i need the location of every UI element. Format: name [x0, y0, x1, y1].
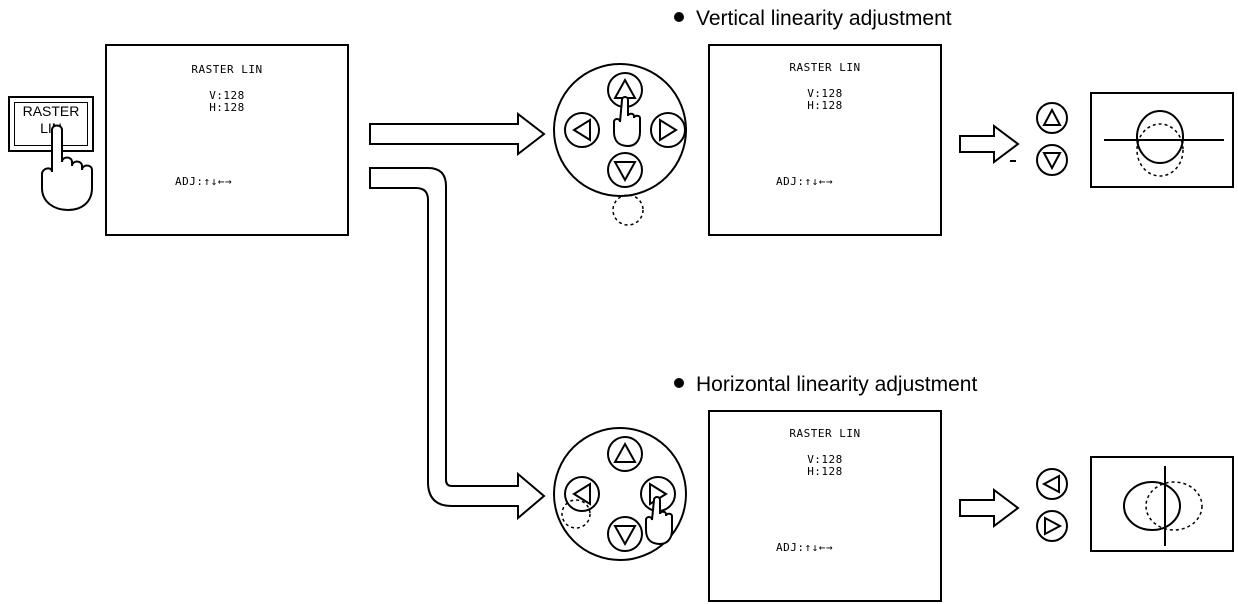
osd-h-value: H:128	[807, 99, 843, 112]
vertical-heading: Vertical linearity adjustment	[674, 7, 952, 31]
hand-pointer-icon	[41, 124, 93, 212]
osd-h-value: H:128	[209, 101, 245, 114]
up-arrow-icon[interactable]	[1036, 102, 1068, 134]
osd-adj: ADJ:↑↓←→	[776, 541, 833, 554]
down-arrow-icon[interactable]	[1036, 144, 1068, 176]
horizontal-heading: Horizontal linearity adjustment	[674, 373, 977, 397]
down-arrow-icon[interactable]	[607, 152, 643, 188]
l-shaped-arrow-icon	[369, 167, 546, 520]
main-screen: RASTER LIN V:128 H:128 ADJ:↑↓←→	[105, 44, 349, 236]
horizontal-adjust-buttons	[1036, 468, 1068, 542]
vertical-heading-text: Vertical linearity adjustment	[696, 7, 952, 30]
osd-v-value: V:128	[807, 453, 843, 466]
osd-v-value: V:128	[807, 87, 843, 100]
right-arrow-icon[interactable]	[1036, 510, 1068, 542]
vertical-adjust-buttons	[1036, 102, 1068, 176]
horizontal-adjust-screen: RASTER LIN V:128 H:128 ADJ:↑↓←→	[708, 410, 942, 602]
osd-title: RASTER LIN	[191, 63, 263, 76]
left-arrow-icon[interactable]	[564, 112, 600, 148]
press-indicator-icon	[561, 499, 591, 529]
up-arrow-icon[interactable]	[607, 436, 643, 472]
right-arrow-icon[interactable]	[650, 112, 686, 148]
control-pad-bottom[interactable]	[550, 414, 690, 600]
key-label-line1: RASTER	[22, 103, 80, 119]
hollow-arrow-icon	[959, 488, 1020, 528]
osd-adj: ADJ:↑↓←→	[175, 175, 232, 188]
hollow-arrow-icon	[959, 124, 1020, 164]
vertical-linearity-result	[1090, 92, 1234, 188]
horizontal-linearity-result	[1090, 456, 1234, 552]
hand-pointer-icon	[613, 96, 641, 148]
hollow-arrow-icon	[369, 112, 546, 156]
vertical-adjust-screen: RASTER LIN V:128 H:128 ADJ:↑↓←→	[708, 44, 942, 236]
down-arrow-icon[interactable]	[607, 516, 643, 552]
press-indicator-icon	[612, 194, 644, 226]
bullet-icon	[674, 378, 684, 389]
osd-v-value: V:128	[209, 89, 245, 102]
osd-adj: ADJ:↑↓←→	[776, 175, 833, 188]
osd-title: RASTER LIN	[789, 61, 861, 74]
control-pad-top[interactable]	[550, 50, 690, 236]
key-overline	[19, 97, 83, 98]
osd-title: RASTER LIN	[789, 427, 861, 440]
left-arrow-icon[interactable]	[564, 476, 600, 512]
horizontal-heading-text: Horizontal linearity adjustment	[696, 373, 978, 396]
osd-h-value: H:128	[807, 465, 843, 478]
dash-mark	[1010, 160, 1016, 162]
right-arrow-icon[interactable]	[640, 476, 676, 512]
bullet-icon	[674, 12, 684, 23]
left-arrow-icon[interactable]	[1036, 468, 1068, 500]
hand-pointer-icon	[645, 496, 673, 546]
